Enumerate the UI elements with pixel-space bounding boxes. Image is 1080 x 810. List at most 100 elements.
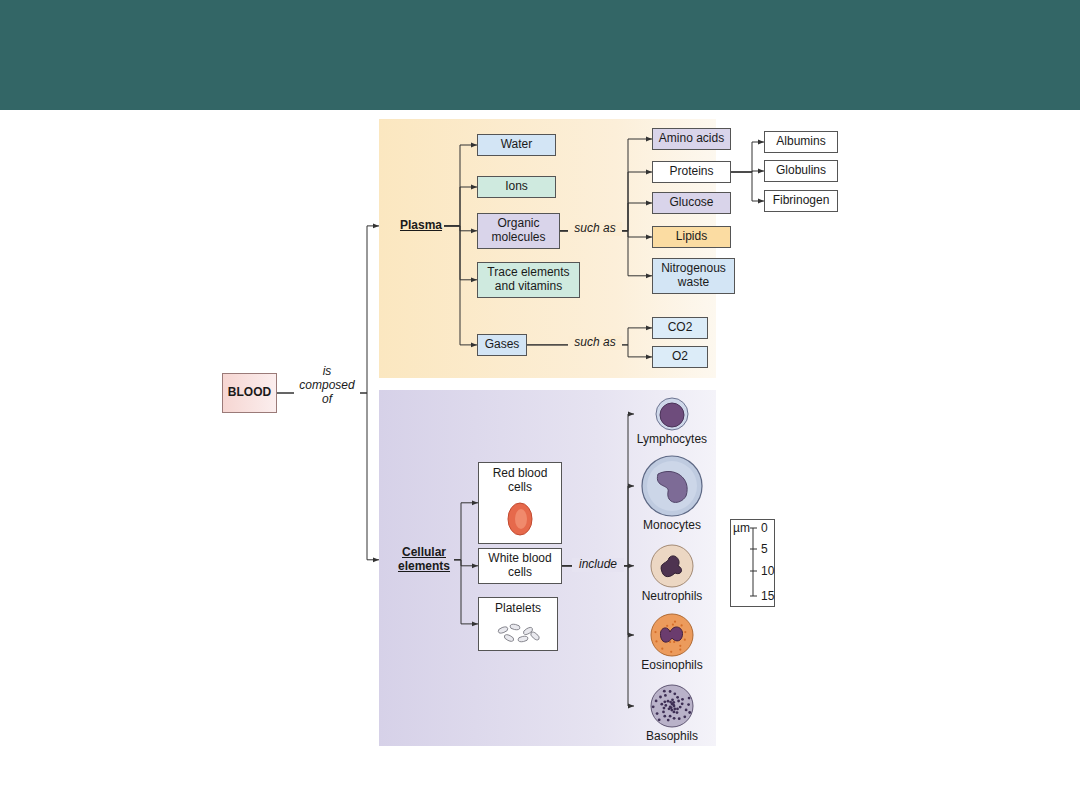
- concept-box: White blood cells: [478, 548, 562, 584]
- concept-box: Amino acids: [652, 128, 731, 150]
- arrow-connector: [454, 560, 478, 566]
- scale-value: 15: [761, 590, 774, 604]
- white-cell-type: Lymphocytes: [634, 397, 710, 447]
- arrow-connector: [562, 566, 634, 706]
- arrow-connector: [277, 393, 379, 560]
- panel-title: Cellular elements: [394, 546, 454, 574]
- root-box: BLOOD: [222, 373, 277, 413]
- arrow-connector: [444, 226, 477, 345]
- box-label: O2: [669, 350, 691, 364]
- cell-label: Eosinophils: [634, 659, 710, 673]
- cell-figure: [634, 544, 710, 588]
- cell-box: Platelets: [478, 597, 558, 651]
- cell-figure: [495, 622, 541, 647]
- arrow-connector: [560, 172, 652, 231]
- arrow-connector: [562, 565, 634, 566]
- box-label: Platelets: [492, 598, 544, 619]
- region-panel: Cellular elements Red blood cellsWhite bl…: [379, 390, 716, 746]
- arrow-connector: [527, 345, 652, 357]
- box-label: Organic molecules: [478, 217, 559, 245]
- white-cell-type: Eosinophils: [634, 613, 710, 673]
- box-label: White blood cells: [479, 552, 561, 580]
- box-label: Albumins: [773, 135, 828, 149]
- arrow-connector: [444, 145, 477, 226]
- cell-illustration: [641, 455, 703, 517]
- concept-box: CO2: [652, 317, 708, 339]
- connector-label: such as: [568, 336, 622, 350]
- cell-label: Monocytes: [634, 519, 710, 533]
- box-label: Trace elements and vitamins: [478, 266, 579, 294]
- connector-label: is composed of: [294, 365, 360, 406]
- concept-box: Water: [477, 134, 556, 156]
- platelet-illustration: [495, 622, 541, 644]
- arrow-connector: [454, 503, 478, 560]
- box-label: Water: [498, 138, 536, 152]
- concept-box: Fibrinogen: [764, 190, 838, 212]
- arrow-connector: [277, 226, 379, 393]
- connector-label: such as: [568, 222, 622, 236]
- cell-figure: [634, 455, 710, 517]
- cell-illustration: [650, 684, 694, 728]
- scale-bar: µm 0 5 10 15: [730, 519, 775, 607]
- concept-box: Glucose: [652, 192, 731, 214]
- box-label: CO2: [665, 321, 696, 335]
- red-blood-cell: [505, 501, 535, 537]
- white-cell-type: Basophils: [634, 684, 710, 744]
- concept-box: Ions: [477, 176, 556, 198]
- box-label: Lipids: [673, 230, 710, 244]
- arrow-connector: [454, 560, 478, 624]
- scale-value: 5: [761, 543, 768, 557]
- panel-title: Plasma: [398, 219, 444, 233]
- box-label: Proteins: [666, 165, 716, 179]
- box-label: BLOOD: [225, 386, 274, 400]
- scale-value: µm: [733, 522, 750, 536]
- cell-illustration: [650, 613, 694, 657]
- concept-box: O2: [652, 346, 708, 368]
- arrow-connector: [562, 486, 634, 566]
- arrow-connector: [562, 566, 634, 635]
- box-label: Gases: [482, 338, 523, 352]
- arrow-connector: [731, 142, 764, 172]
- cell-figure: [634, 684, 710, 728]
- cell-illustration: [650, 544, 694, 588]
- arrow-connector: [560, 139, 652, 231]
- cell-figure: [634, 397, 710, 431]
- cell-label: Basophils: [634, 730, 710, 744]
- concept-box: Lipids: [652, 226, 731, 248]
- cell-figure: [634, 613, 710, 657]
- box-label: Glucose: [666, 196, 716, 210]
- concept-box: Nitrogenous waste: [652, 258, 735, 294]
- cell-label: Lymphocytes: [634, 433, 710, 447]
- concept-box: Gases: [477, 334, 527, 356]
- arrow-connector: [562, 414, 634, 566]
- concept-box: Trace elements and vitamins: [477, 262, 580, 298]
- header-band: [0, 0, 1080, 110]
- box-label: Amino acids: [656, 132, 727, 146]
- concept-box: Albumins: [764, 131, 838, 153]
- arrow-connector: [560, 231, 652, 276]
- cell-box: Red blood cells: [478, 462, 562, 544]
- scale-value: 0: [761, 522, 768, 536]
- region-panel: Plasma WaterIonsOrganic moleculesTrace el…: [379, 119, 716, 378]
- box-label: Globulins: [773, 164, 829, 178]
- arrow-connector: [560, 231, 652, 237]
- cell-figure: [505, 501, 535, 540]
- scale-value: 10: [761, 565, 774, 579]
- concept-box: Globulins: [764, 160, 838, 182]
- concept-box: Proteins: [652, 161, 731, 183]
- box-label: Ions: [502, 180, 531, 194]
- white-cell-type: Neutrophils: [634, 544, 710, 604]
- cell-illustration: [655, 397, 689, 431]
- box-label: Fibrinogen: [770, 194, 833, 208]
- arrow-connector: [731, 172, 764, 201]
- arrow-connector: [527, 328, 652, 345]
- cell-label: Neutrophils: [634, 590, 710, 604]
- concept-box: Organic molecules: [477, 213, 560, 249]
- arrow-connector: [444, 187, 477, 226]
- white-cell-type: Monocytes: [634, 455, 710, 533]
- box-label: Nitrogenous waste: [653, 262, 734, 290]
- connector-label: include: [572, 558, 624, 572]
- arrow-connector: [560, 203, 652, 231]
- box-label: Red blood cells: [479, 463, 561, 498]
